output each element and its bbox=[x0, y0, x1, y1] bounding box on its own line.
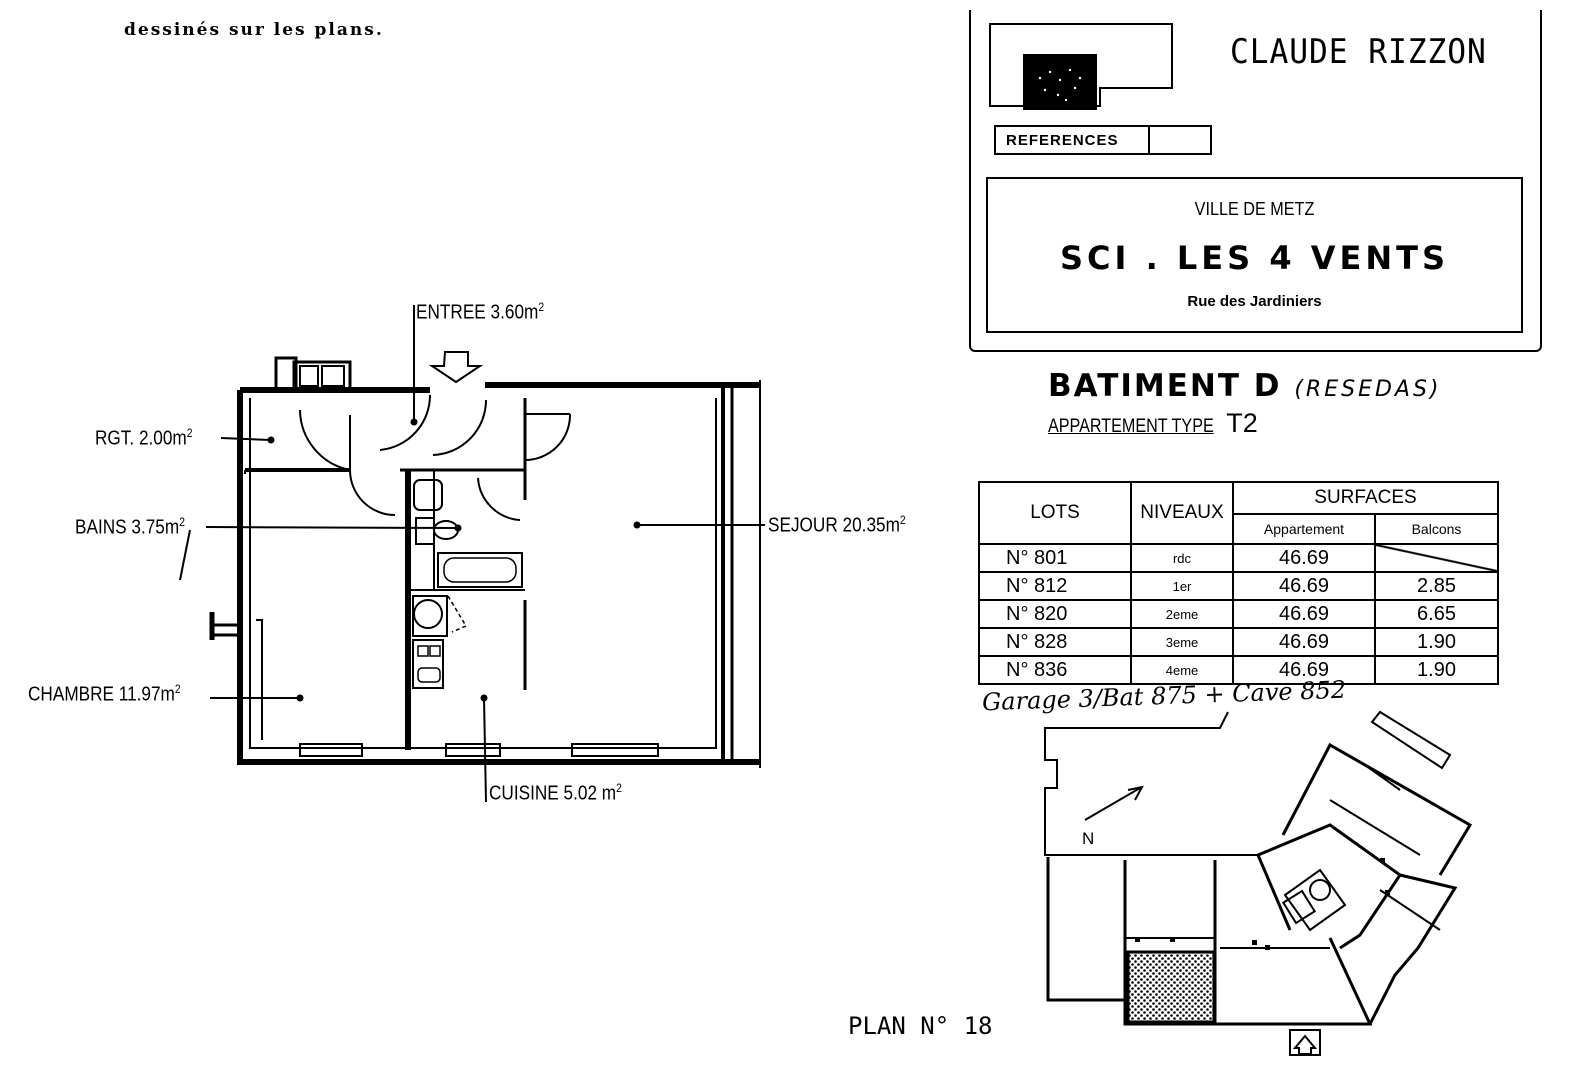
title-block bbox=[969, 10, 1542, 352]
header-appartement: Appartement bbox=[1232, 513, 1376, 545]
room-label-cuisine: CUISINE 5.02 m2 bbox=[489, 781, 622, 805]
cell-appartement: 46.69 bbox=[1232, 543, 1376, 573]
project-name: SCI . LES 4 VENTS bbox=[1060, 239, 1449, 277]
header-niveaux: NIVEAUX bbox=[1130, 481, 1234, 545]
building-name: BATIMENT D bbox=[1048, 368, 1282, 404]
room-label-sejour: SEJOUR 20.35m2 bbox=[768, 513, 906, 537]
cell-balcon bbox=[1374, 543, 1499, 573]
intro-text: dessinés sur les plans. bbox=[124, 20, 384, 40]
building-note: (RESEDAS) bbox=[1294, 377, 1442, 402]
cell-niveau: 3eme bbox=[1130, 627, 1234, 657]
room-label-chambre: CHAMBRE 11.97m2 bbox=[28, 682, 181, 706]
cell-appartement: 46.69 bbox=[1232, 571, 1376, 601]
cell-lot: N° 828 bbox=[978, 627, 1132, 657]
north-label: N bbox=[1082, 829, 1094, 848]
references-label: REFERENCES bbox=[996, 127, 1150, 153]
cell-niveau: 1er bbox=[1130, 571, 1234, 601]
surface-table: LOTS NIVEAUX SURFACES Appartement Balcon… bbox=[978, 481, 1499, 685]
project-box: VILLE DE METZ SCI . LES 4 VENTS Rue des … bbox=[986, 177, 1523, 333]
room-label-bains: BAINS 3.75m2 bbox=[75, 515, 185, 539]
cell-lot: N° 820 bbox=[978, 599, 1132, 629]
cell-balcon: 1.90 bbox=[1374, 655, 1499, 685]
cell-niveau: 4eme bbox=[1130, 655, 1234, 685]
table-row: N° 801 rdc 46.69 bbox=[978, 543, 1499, 573]
cell-balcon: 2.85 bbox=[1374, 571, 1499, 601]
apartment-type-value: T2 bbox=[1226, 408, 1258, 438]
table-row: N° 812 1er 46.69 2.85 bbox=[978, 571, 1499, 601]
table-row: N° 828 3eme 46.69 1.90 bbox=[978, 627, 1499, 657]
cell-lot: N° 836 bbox=[978, 655, 1132, 685]
cell-niveau: 2eme bbox=[1130, 599, 1234, 629]
street-name: Rue des Jardiniers bbox=[1187, 293, 1322, 310]
cell-appartement: 46.69 bbox=[1232, 655, 1376, 685]
table-row: N° 836 4eme 46.69 1.90 bbox=[978, 655, 1499, 685]
cell-appartement: 46.69 bbox=[1232, 627, 1376, 657]
room-label-entree: ENTREE 3.60m2 bbox=[416, 300, 545, 324]
header-balcons: Balcons bbox=[1374, 513, 1499, 545]
building-heading: BATIMENT D (RESEDAS) bbox=[1048, 368, 1442, 404]
cell-balcon: 6.65 bbox=[1374, 599, 1499, 629]
plan-number: PLAN N° 18 bbox=[848, 1012, 993, 1040]
cell-niveau: rdc bbox=[1130, 543, 1234, 573]
home-icon bbox=[1292, 1034, 1318, 1055]
references-box: REFERENCES bbox=[994, 125, 1212, 155]
header-lots: LOTS bbox=[978, 481, 1132, 545]
header-surfaces: SURFACES bbox=[1232, 481, 1499, 515]
table-row: N° 820 2eme 46.69 6.65 bbox=[978, 599, 1499, 629]
cell-balcon: 1.90 bbox=[1374, 627, 1499, 657]
cell-appartement: 46.69 bbox=[1232, 599, 1376, 629]
cell-lot: N° 801 bbox=[978, 543, 1132, 573]
room-label-rgt: RGT. 2.00m2 bbox=[95, 426, 193, 450]
cell-lot: N° 812 bbox=[978, 571, 1132, 601]
apartment-type: APPARTEMENT TYPE T2 bbox=[1048, 408, 1258, 439]
city-name: VILLE DE METZ bbox=[1194, 199, 1315, 219]
apartment-type-label: APPARTEMENT TYPE bbox=[1048, 416, 1214, 437]
architect-name: CLAUDE RIZZON bbox=[1230, 32, 1487, 72]
